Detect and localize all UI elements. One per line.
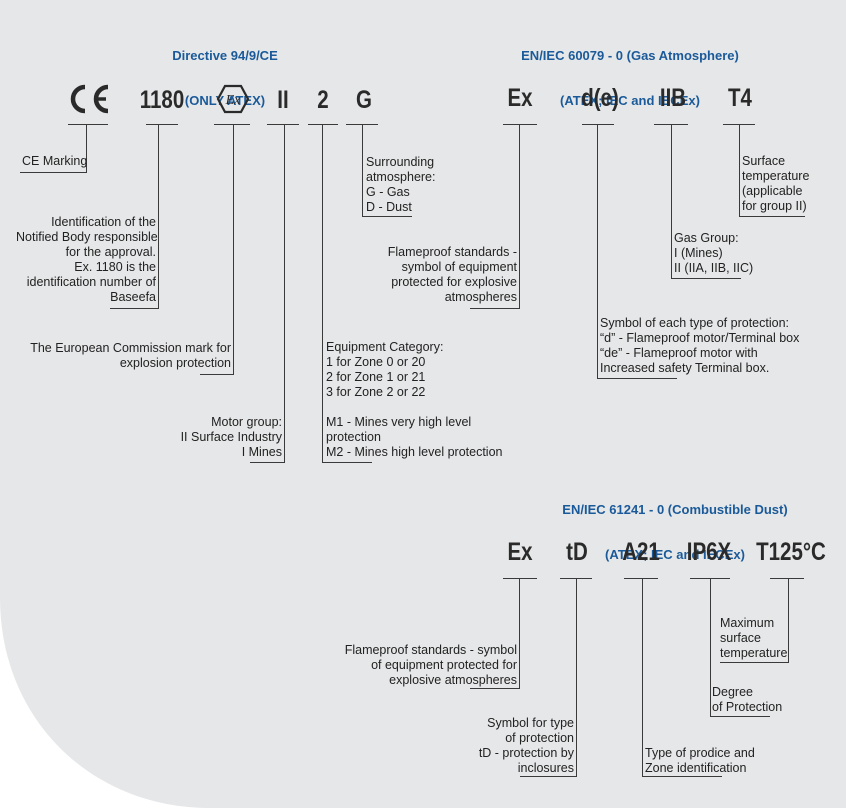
leader-notified-bottom <box>110 308 159 310</box>
label-dust-zone: Type of prodice and Zone identification <box>645 746 755 775</box>
header-gas: EN/IEC 60079 - 0 (Gas Atmosphere) (ATEX;… <box>470 18 790 123</box>
label-gas-protection: Symbol of each type of protection: “d” -… <box>600 316 800 375</box>
label-ec-mark: The European Commission mark for explosi… <box>30 341 231 370</box>
header-gas-line2: (ATEX; IEC and IECEx) <box>560 93 700 108</box>
label-atmosphere: Surrounding atmosphere: G - Gas D - Dust <box>366 155 436 214</box>
header-atex: Directive 94/9/CE (ONLY ATEX) <box>140 18 310 123</box>
ex-hexagon-icon: Ex <box>216 84 250 114</box>
leader-notified-top <box>146 124 178 126</box>
leader-category-bottom <box>322 462 372 464</box>
code-atmosphere: G <box>356 86 372 114</box>
code-gas-ex: Ex <box>507 84 533 112</box>
leader-ex-bottom <box>200 374 234 376</box>
leader-ce-top <box>68 124 108 126</box>
leader-dust-ip-bottom <box>710 716 770 718</box>
code-dust-ip: IP6X <box>686 538 732 566</box>
leader-ce-vert <box>86 124 88 173</box>
leader-dust-protection-vert <box>576 578 578 777</box>
header-dust: EN/IEC 61241 - 0 (Combustible Dust) (ATE… <box>510 472 840 577</box>
code-gas-temp: T4 <box>728 84 752 112</box>
header-atex-line1: Directive 94/9/CE <box>172 48 278 63</box>
label-surface-temp: Surface temperature (applicable for grou… <box>742 154 810 213</box>
code-dust-protection: tD <box>566 538 588 566</box>
code-category: 2 <box>317 86 329 114</box>
leader-gas-protection-vert <box>597 124 599 379</box>
label-dust-ip: Degree of Protection <box>712 685 783 714</box>
label-ce-marking: CE Marking <box>22 154 88 168</box>
leader-dust-temp-bottom <box>720 662 789 664</box>
code-motor-group: II <box>277 86 289 114</box>
code-dust-zone: A21 <box>622 538 660 566</box>
leader-dust-zone-vert <box>642 578 644 777</box>
label-gas-flameproof: Flameproof standards - symbol of equipme… <box>387 245 517 304</box>
leader-dust-zone-top <box>624 578 658 580</box>
code-dust-ex: Ex <box>507 538 533 566</box>
label-gas-group: Gas Group: I (Mines) II (IIA, IIB, IIC) <box>674 231 754 275</box>
label-notified-body: Identification of the Notified Body resp… <box>16 215 158 304</box>
leader-ce-bottom <box>20 172 87 174</box>
leader-gas-temp-bottom <box>739 216 805 218</box>
leader-ex-top <box>214 124 250 126</box>
leader-category-vert <box>322 124 324 463</box>
leader-gas-temp-vert <box>739 124 741 217</box>
header-dust-line1: EN/IEC 61241 - 0 (Combustible Dust) <box>562 502 788 517</box>
ce-mark-icon <box>70 84 109 114</box>
leader-gas-group-bottom <box>671 278 741 280</box>
leader-dust-temp-top <box>770 578 804 580</box>
leader-dust-protection-bottom <box>520 776 577 778</box>
label-dust-flameproof: Flameproof standards - symbol of equipme… <box>344 643 517 687</box>
leader-gas-ex-vert <box>519 124 521 309</box>
leader-gas-group-vert <box>671 124 673 279</box>
code-gas-group: IIB <box>659 84 687 112</box>
code-notified-body: 1180 <box>139 86 185 114</box>
code-gas-protection: d(e) <box>581 84 619 112</box>
code-dust-temp: T125°C <box>756 538 826 566</box>
leader-dust-ex-bottom <box>470 688 520 690</box>
label-dust-protection: Symbol for type of protection tD - prote… <box>478 716 574 775</box>
leader-atmosphere-bottom <box>362 216 412 218</box>
leader-atmosphere-vert <box>362 124 364 217</box>
leader-gas-ex-bottom <box>470 308 520 310</box>
leader-dust-ex-vert <box>519 578 521 689</box>
leader-group-vert <box>284 124 286 463</box>
leader-dust-zone-bottom <box>642 776 722 778</box>
label-dust-temp: Maximum surface temperature <box>720 616 788 660</box>
label-category: Equipment Category: 1 for Zone 0 or 20 2… <box>326 340 503 459</box>
svg-text:Ex: Ex <box>225 93 242 108</box>
header-dust-line2: (ATEX; IEC and IECEx) <box>605 547 745 562</box>
leader-dust-ip-vert <box>710 578 712 717</box>
leader-group-top <box>267 124 299 126</box>
header-gas-line1: EN/IEC 60079 - 0 (Gas Atmosphere) <box>521 48 739 63</box>
leader-group-bottom <box>250 462 285 464</box>
leader-dust-temp-vert <box>788 578 790 663</box>
leader-notified-vert <box>158 124 160 309</box>
label-motor-group: Motor group: II Surface Industry I Mines <box>180 415 282 459</box>
leader-gas-protection-bottom <box>597 378 677 380</box>
leader-ex-vert <box>233 124 235 375</box>
